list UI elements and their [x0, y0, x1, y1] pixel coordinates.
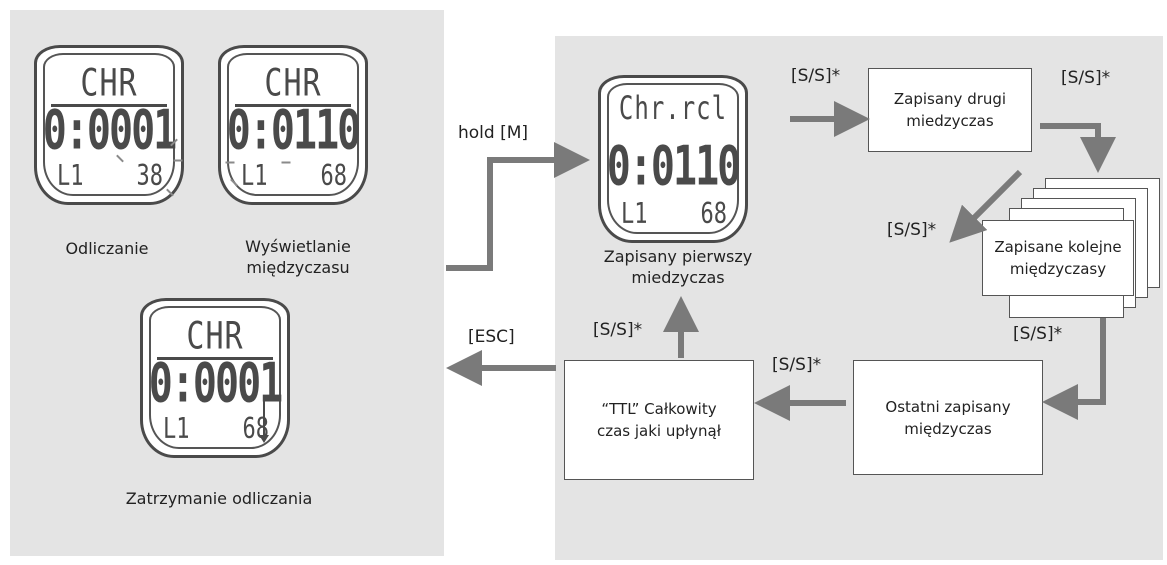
- arrow-to-last: [1060, 318, 1103, 402]
- label-ss-to-ttl: [S/S]*: [772, 355, 821, 375]
- arrow-hold-m: [446, 160, 572, 268]
- label-ss-to-last: [S/S]*: [1013, 324, 1062, 344]
- label-ss-to-next: [S/S]*: [1061, 68, 1110, 88]
- label-esc: [ESC]: [468, 327, 515, 347]
- label-ss-up: [S/S]*: [593, 320, 642, 340]
- arrow-diagonal: [962, 172, 1020, 230]
- label-ss-to-second: [S/S]*: [791, 66, 840, 86]
- arrow-to-next: [1040, 126, 1098, 155]
- label-hold-m: hold [M]: [458, 123, 528, 143]
- label-ss-diagonal: [S/S]*: [887, 220, 936, 240]
